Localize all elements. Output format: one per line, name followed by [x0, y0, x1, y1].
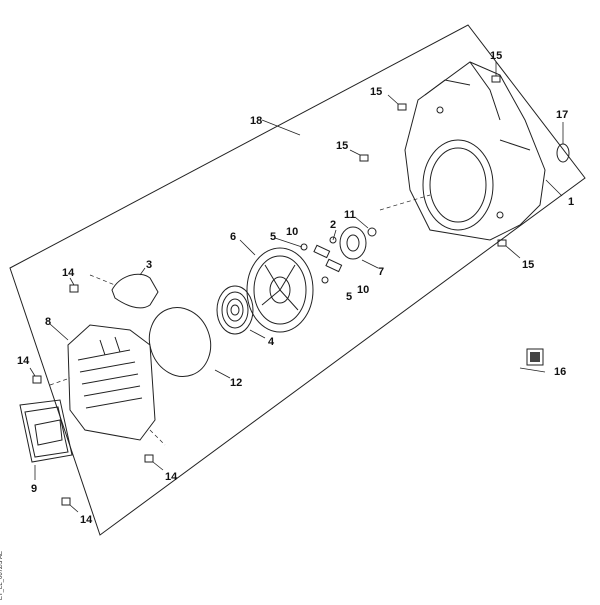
callout-5: 5	[346, 291, 352, 303]
rope-rotor	[246, 247, 314, 333]
pawl-part	[313, 244, 331, 259]
document-id: ET_LL_0072/3 AE	[0, 551, 12, 600]
callout-10: 10	[357, 284, 369, 296]
callout-15: 15	[490, 50, 502, 62]
pawl-carrier	[339, 226, 367, 260]
screw-15-b	[387, 94, 407, 111]
callout-15: 15	[336, 140, 348, 152]
fan-housing	[404, 61, 546, 241]
screw-part	[367, 227, 377, 237]
screw-14-d	[61, 497, 79, 513]
filter-panel	[19, 399, 73, 463]
alignment-line	[149, 429, 166, 446]
callout-5: 5	[270, 231, 276, 243]
screw-14-b	[29, 367, 42, 384]
rewind-spring	[216, 285, 254, 335]
pawl-part	[325, 258, 343, 273]
callout-6: 6	[230, 231, 236, 243]
screw-15-d	[497, 239, 521, 259]
callout-14: 14	[80, 514, 93, 526]
callout-2: 2	[330, 219, 336, 231]
screw-14-a	[69, 277, 79, 293]
assembly-frame	[9, 24, 586, 536]
starter-cover	[67, 324, 156, 441]
screw-14-c	[144, 454, 164, 471]
spring-part	[321, 276, 329, 284]
callout-14: 14	[165, 471, 178, 483]
callout-15: 15	[522, 259, 534, 271]
plug-part	[556, 143, 570, 163]
callout-9: 9	[31, 483, 37, 495]
alignment-line	[89, 274, 116, 286]
screw-15-a	[491, 62, 501, 83]
callout-12: 12	[230, 377, 242, 389]
callout-16: 16	[554, 366, 566, 378]
callout-1: 1	[568, 196, 574, 208]
alignment-line	[379, 194, 431, 211]
callout-10: 10	[286, 226, 298, 238]
document-id-line2: AE	[0, 550, 4, 559]
starter-rope	[148, 307, 212, 377]
spring-part	[329, 236, 337, 244]
document-id-line1: ET_LL_0072/3	[0, 560, 4, 600]
callout-15: 15	[370, 86, 382, 98]
alignment-line	[49, 377, 71, 386]
callout-11: 11	[344, 209, 356, 221]
callout-7: 7	[378, 266, 384, 278]
callout-4: 4	[268, 336, 275, 348]
callout-3: 3	[146, 259, 152, 271]
callout-8: 8	[45, 316, 51, 328]
callout-17: 17	[556, 109, 568, 121]
callout-14: 14	[17, 355, 30, 367]
starter-grip	[111, 273, 159, 309]
callout-18: 18	[250, 115, 262, 127]
callout-14: 14	[62, 267, 75, 279]
screw-15-c	[349, 149, 369, 162]
